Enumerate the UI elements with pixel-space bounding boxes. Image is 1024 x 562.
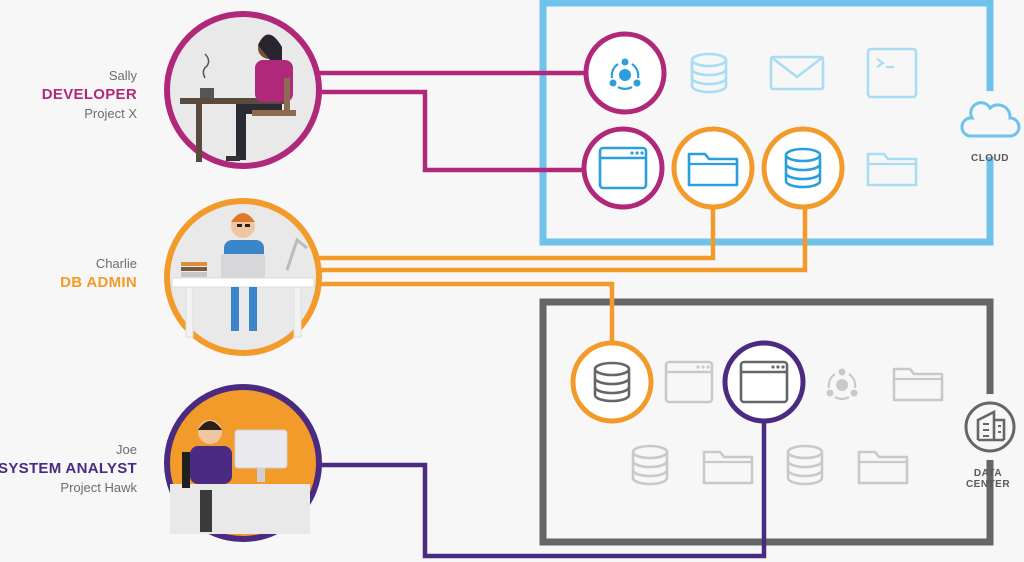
share-network-icon[interactable] bbox=[825, 367, 859, 400]
folder-icon[interactable] bbox=[892, 367, 944, 402]
folder-icon[interactable] bbox=[857, 450, 909, 485]
cloud-resources bbox=[581, 31, 918, 210]
resource-browser-window[interactable] bbox=[722, 340, 806, 424]
persona-name: Charlie bbox=[95, 256, 137, 271]
persona-dbadmin: Charlie DB ADMIN bbox=[0, 254, 137, 292]
database-icon[interactable] bbox=[786, 444, 824, 486]
terminal-icon[interactable] bbox=[866, 47, 918, 99]
persona-name: Joe bbox=[116, 442, 137, 457]
browser-window-icon[interactable] bbox=[664, 360, 714, 404]
folder-icon[interactable] bbox=[866, 152, 918, 187]
persona-role: DEVELOPER bbox=[41, 86, 137, 103]
resource-browser-window[interactable] bbox=[581, 126, 665, 210]
datacenter-label: DATA CENTER bbox=[965, 468, 1011, 490]
cloud-label: CLOUD bbox=[970, 153, 1010, 164]
developer-connectors bbox=[318, 70, 585, 173]
persona-developer: Sally DEVELOPER Project X bbox=[0, 66, 137, 123]
resource-database[interactable] bbox=[570, 340, 654, 424]
persona-project: Project X bbox=[84, 106, 137, 121]
database-icon[interactable] bbox=[631, 444, 669, 486]
datacenter-resources bbox=[570, 340, 944, 486]
persona-project: Project Hawk bbox=[60, 480, 137, 495]
avatar-developer bbox=[164, 11, 322, 169]
cloud-icon bbox=[957, 91, 1023, 157]
resource-folder[interactable] bbox=[671, 126, 755, 210]
dbadmin-connectors bbox=[318, 206, 808, 343]
resource-database[interactable] bbox=[761, 126, 845, 210]
avatar-analyst bbox=[164, 384, 322, 542]
database-icon[interactable] bbox=[690, 52, 728, 94]
building-icon bbox=[957, 394, 1023, 460]
folder-icon[interactable] bbox=[702, 450, 754, 485]
mail-icon[interactable] bbox=[769, 55, 825, 91]
persona-role: SYSTEM ANALYST bbox=[0, 460, 137, 477]
persona-analyst: Joe SYSTEM ANALYST Project Hawk bbox=[0, 440, 137, 497]
analyst-connector bbox=[318, 420, 767, 559]
persona-role: DB ADMIN bbox=[60, 274, 137, 291]
avatar-dbadmin bbox=[164, 198, 322, 356]
persona-name: Sally bbox=[108, 68, 137, 83]
resource-share-network[interactable] bbox=[583, 31, 667, 115]
